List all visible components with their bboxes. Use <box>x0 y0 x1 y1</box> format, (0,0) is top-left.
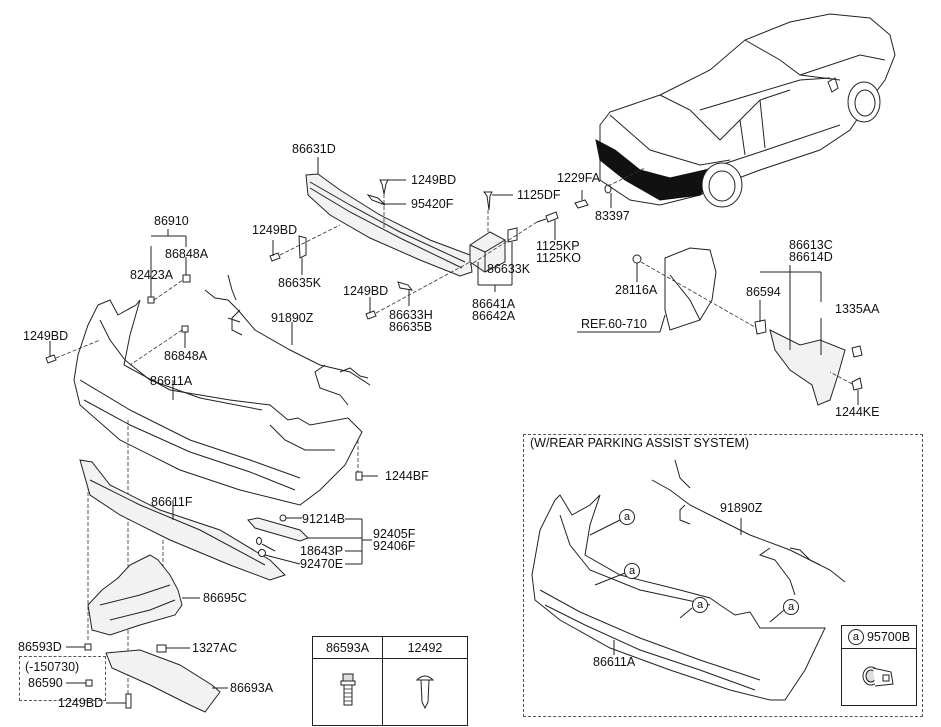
part-label-82423A: 82423A <box>130 268 174 282</box>
bumper-cover <box>45 229 378 695</box>
under-cover <box>66 554 200 709</box>
rear-reflector <box>247 514 372 565</box>
part-label-date-range: (-150730) <box>25 660 80 674</box>
part-label-86594: 86594 <box>746 285 781 299</box>
date-range-box <box>19 656 106 701</box>
part-label-86848A: 86848A <box>164 349 208 363</box>
ref-label: REF.60-710 <box>581 317 648 331</box>
part-label-95420F: 95420F <box>411 197 454 211</box>
part-label-1244BF: 1244BF <box>385 469 429 483</box>
part-label-86633K: 86633K <box>487 262 531 276</box>
sensor-callout-a: a <box>783 599 799 615</box>
part-label-86635K: 86635K <box>278 276 322 290</box>
part-label-1249BD: 1249BD <box>23 329 69 343</box>
part-label-86613C: 86613C <box>789 238 833 252</box>
pas-bumper-cover <box>531 494 826 701</box>
side-bracket <box>577 247 863 406</box>
part-label-86695C: 86695C <box>203 591 247 605</box>
part-label-28116A: 28116A <box>615 283 658 297</box>
parking-sensor-icon <box>842 649 916 705</box>
parking-assist-title: (W/REAR PARKING ASSIST SYSTEM) <box>530 436 750 450</box>
bumper-reinforcement-beam <box>305 157 473 277</box>
sensor-callout-a: a <box>692 597 708 613</box>
part-label-1249BD: 1249BD <box>58 696 104 710</box>
part-label-1229FA: 1229FA <box>557 171 601 185</box>
part-label-86642A: 86642A <box>472 309 516 323</box>
vehicle-illustration <box>595 13 896 208</box>
sensor-callout-a: a <box>624 563 640 579</box>
fastener-table: 86593A 12492 <box>312 636 468 726</box>
part-label-1244KE: 1244KE <box>835 405 880 419</box>
screw-icon <box>383 659 467 725</box>
part-label-91890Z: 91890Z <box>271 311 314 325</box>
sensor-legend: a 95700B <box>841 625 917 706</box>
part-label-1249BD: 1249BD <box>411 173 457 187</box>
part-label-1125KP: 1125KP <box>536 239 580 253</box>
part-label-91214B: 91214B <box>302 512 346 526</box>
sensor-legend-callout: a <box>847 629 864 645</box>
part-label-86611F: 86611F <box>151 495 193 509</box>
pas-wiring-harness <box>651 459 846 596</box>
bolt-with-washer-icon <box>313 659 383 725</box>
parking-assist-section <box>523 434 923 717</box>
fasteners-beam <box>269 167 646 320</box>
part-label-92406F: 92406F <box>373 539 416 553</box>
part-label-1327AC: 1327AC <box>192 641 238 655</box>
fastener-header-12492: 12492 <box>383 637 467 659</box>
part-label-1335AA: 1335AA <box>835 302 880 316</box>
part-label-86910: 86910 <box>154 214 189 228</box>
part-label-86641A: 86641A <box>472 297 516 311</box>
part-label-86593D: 86593D <box>18 640 62 654</box>
part-label-1125KO: 1125KO <box>536 251 581 265</box>
sensor-callout-a: a <box>619 509 635 525</box>
part-label-86693A: 86693A <box>230 681 274 695</box>
part-label-86614D: 86614D <box>789 250 833 264</box>
part-label-86590: 86590 <box>28 676 63 690</box>
part-label-92470E: 92470E <box>300 557 344 571</box>
part-label-86631D: 86631D <box>292 142 336 156</box>
fastener-header-86593A: 86593A <box>313 637 383 659</box>
part-label-86633H: 86633H <box>389 308 433 322</box>
part-label-86848A: 86848A <box>165 247 209 261</box>
part-label-1249BD: 1249BD <box>252 223 298 237</box>
part-label-1249BD: 1249BD <box>343 284 389 298</box>
part-label-86611A: 86611A <box>150 374 193 388</box>
part-label-1125DF: 1125DF <box>517 188 561 202</box>
part-label-86611A: 86611A <box>593 655 636 669</box>
part-label-91890Z: 91890Z <box>720 501 763 515</box>
wiring-harness <box>204 274 371 406</box>
part-label-18643P: 18643P <box>300 544 344 558</box>
lower-garnish <box>79 459 286 581</box>
part-label-86635B: 86635B <box>389 320 433 334</box>
part-label-92405F: 92405F <box>373 527 416 541</box>
part-label-95700B: 95700B <box>866 630 911 644</box>
skid-plate <box>105 649 228 713</box>
part-label-83397: 83397 <box>595 209 630 223</box>
